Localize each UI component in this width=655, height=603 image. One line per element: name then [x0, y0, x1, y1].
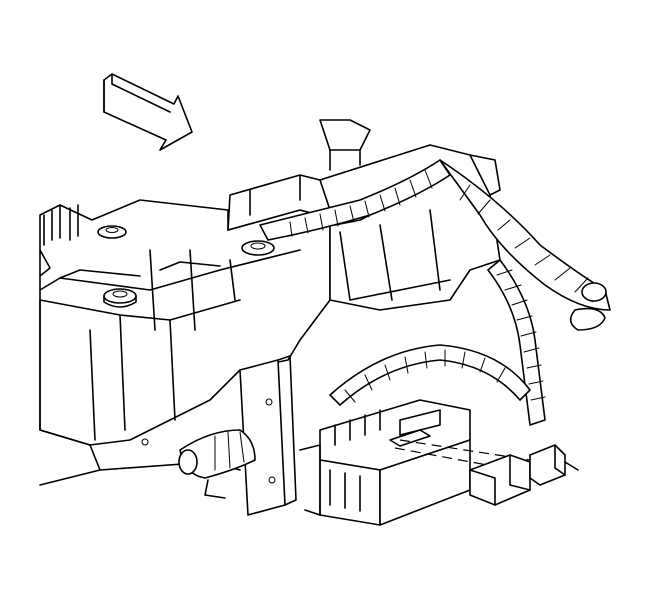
- harness-connector: [469, 444, 579, 506]
- control-module: [299, 399, 531, 526]
- grommet-connector: [178, 429, 256, 499]
- instrument-panel-housing: [39, 199, 331, 516]
- view-direction-arrow-icon: [103, 73, 193, 151]
- wiring-harness-upper: [259, 159, 611, 426]
